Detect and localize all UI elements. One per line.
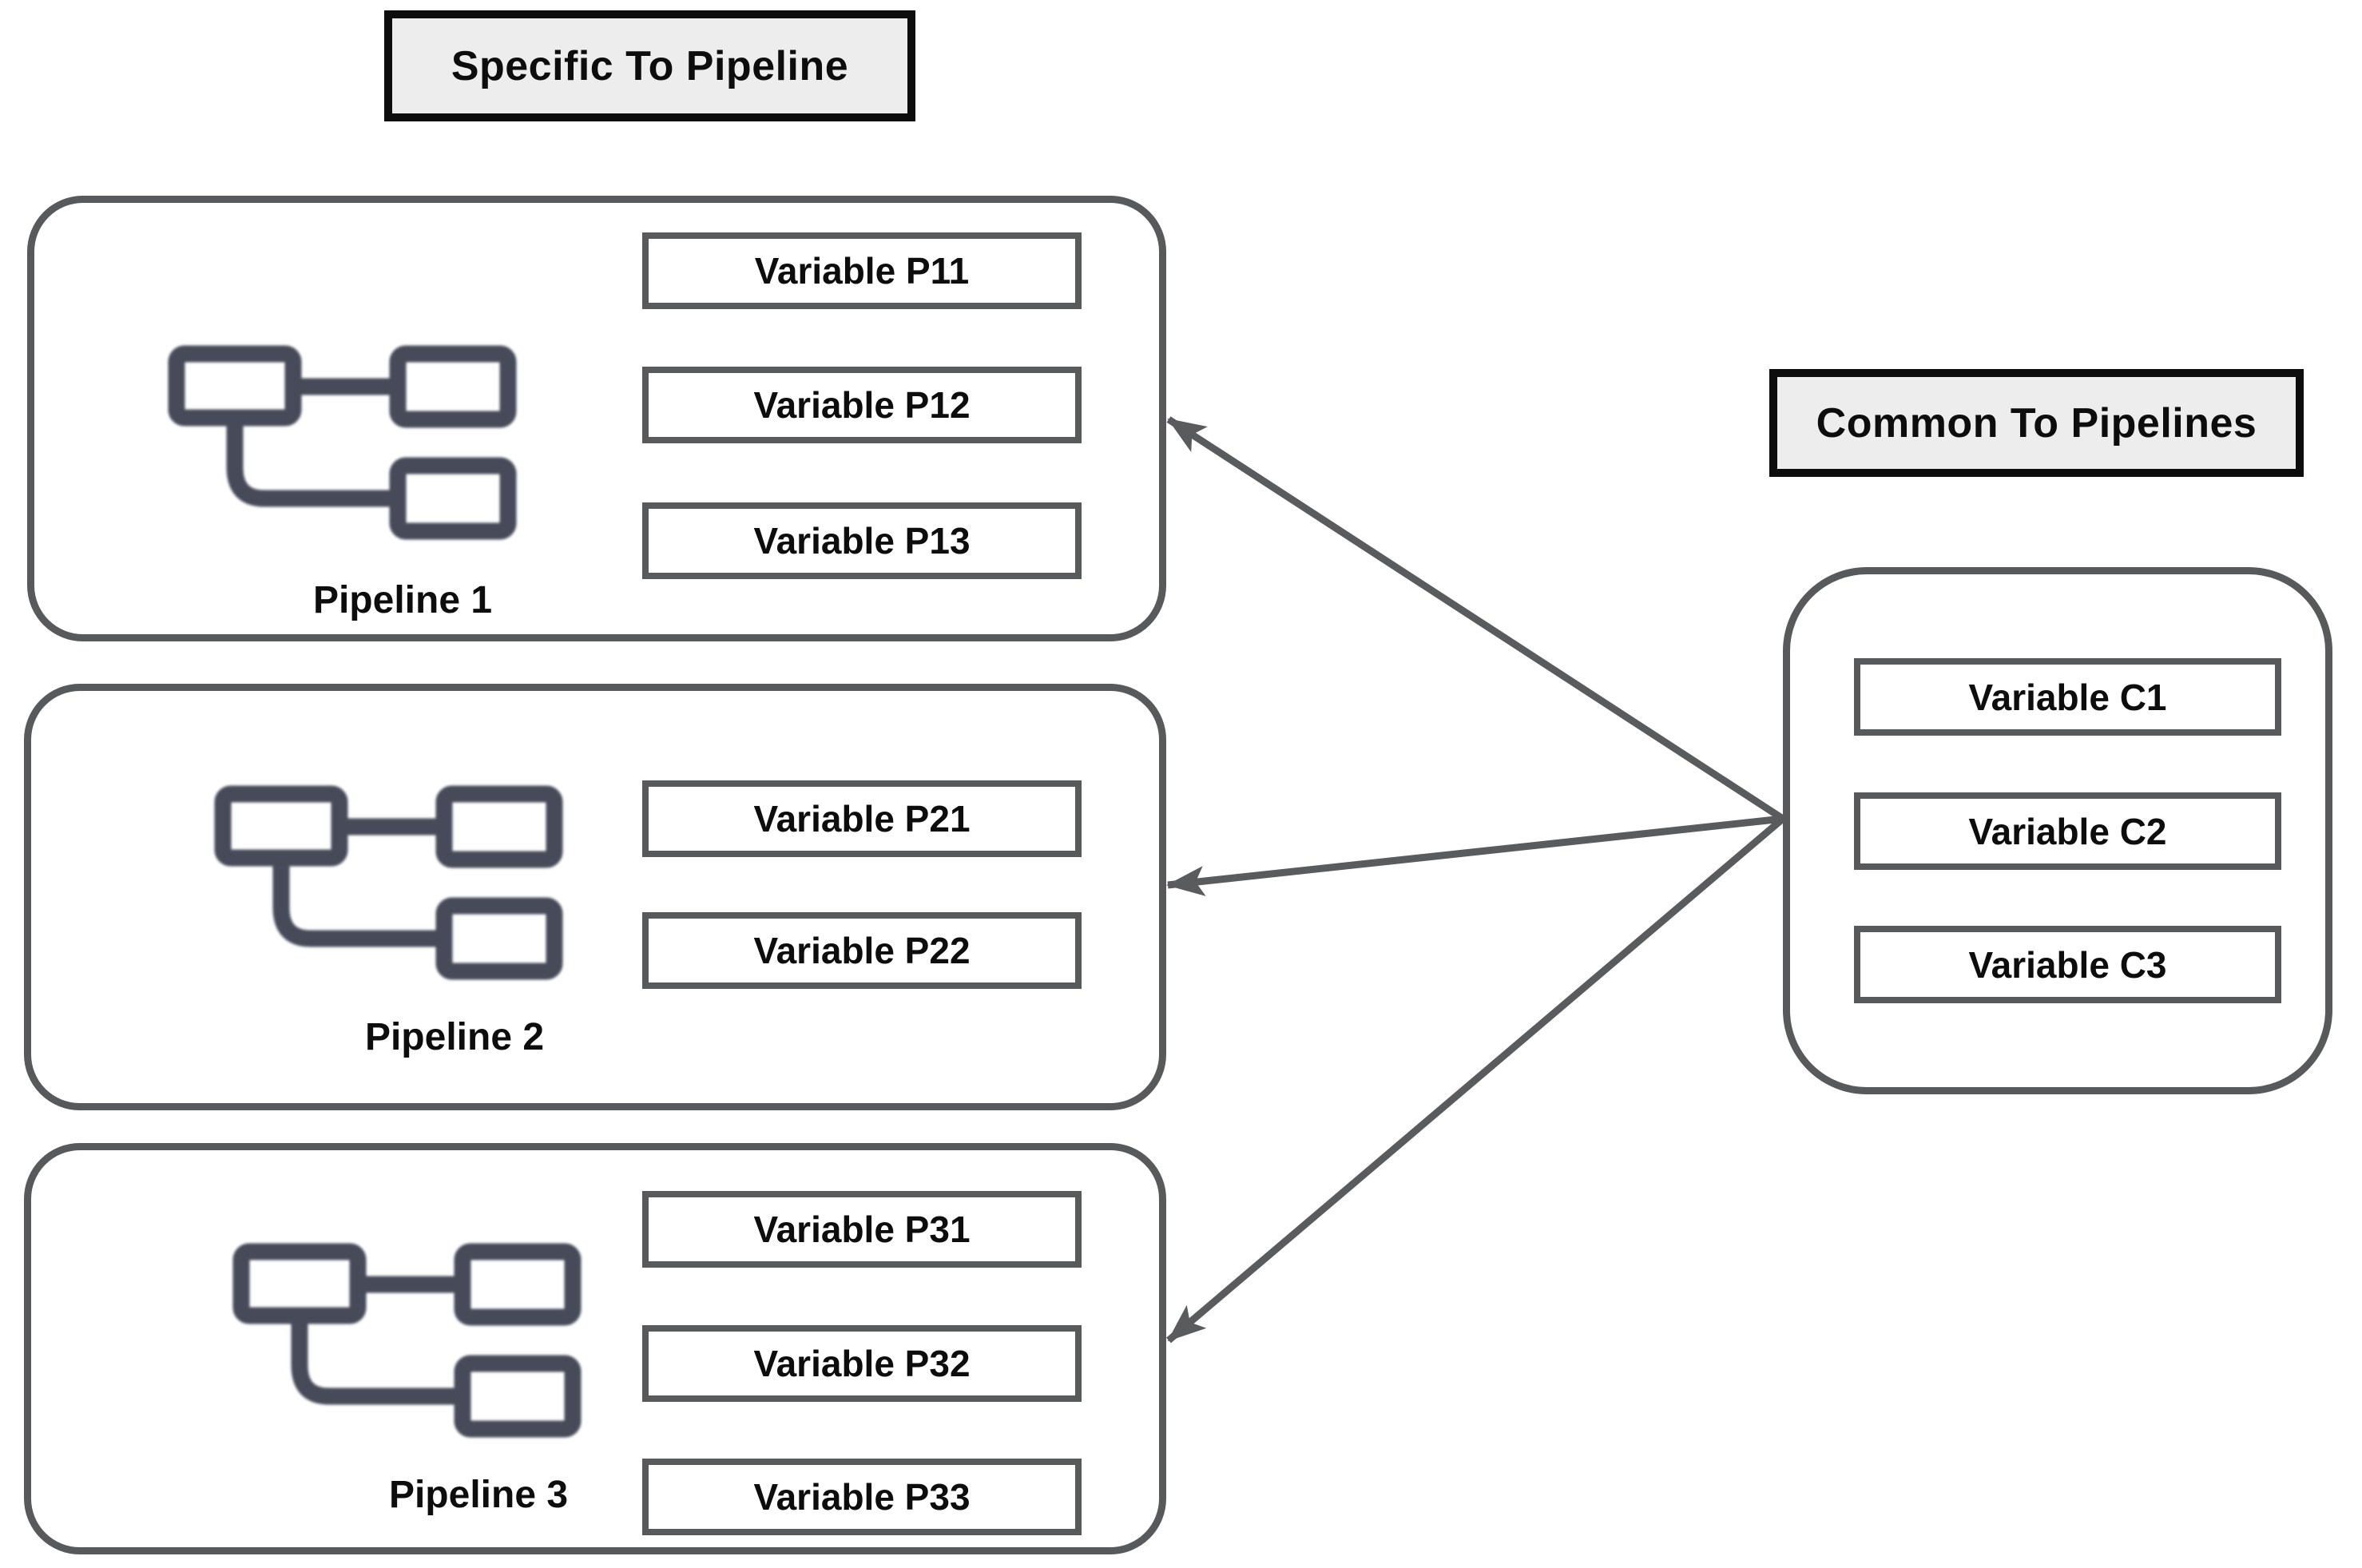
pipeline-3-label: Pipeline 3 bbox=[388, 1473, 569, 1516]
variable-box-p11: Variable P11 bbox=[642, 232, 1082, 309]
variable-box-c3: Variable C3 bbox=[1854, 926, 2281, 1003]
pipeline-2-label: Pipeline 2 bbox=[364, 1015, 545, 1058]
pipeline-3-container: Pipeline 3 Variable P31 Variable P32 Var… bbox=[24, 1143, 1166, 1554]
pipeline-1-container: Pipeline 1 Variable P11 Variable P12 Var… bbox=[27, 196, 1166, 641]
variable-box-p12: Variable P12 bbox=[642, 367, 1082, 443]
variable-box-c1: Variable C1 bbox=[1854, 658, 2281, 736]
variable-box-p13: Variable P13 bbox=[642, 502, 1082, 579]
pipeline-2-container: Pipeline 2 Variable P21 Variable P22 bbox=[24, 684, 1166, 1110]
variable-box-p21: Variable P21 bbox=[642, 780, 1082, 857]
common-to-pipelines-title: Common To Pipelines bbox=[1769, 369, 2304, 477]
pipeline-flowchart-icon bbox=[214, 785, 563, 980]
pipeline-1-label: Pipeline 1 bbox=[312, 578, 493, 621]
variable-box-p32: Variable P32 bbox=[642, 1325, 1082, 1402]
arrow-common-to-pipeline-2 bbox=[1166, 815, 1784, 896]
variable-box-c2: Variable C2 bbox=[1854, 792, 2281, 870]
arrow-common-to-pipeline-3 bbox=[1166, 816, 1785, 1344]
pipeline-flowchart-icon bbox=[232, 1243, 582, 1438]
specific-to-pipeline-title: Specific To Pipeline bbox=[384, 10, 915, 121]
variable-box-p22: Variable P22 bbox=[642, 912, 1082, 989]
pipeline-flowchart-icon bbox=[168, 345, 517, 540]
variable-box-p33: Variable P33 bbox=[642, 1459, 1082, 1535]
arrow-common-to-pipeline-1 bbox=[1166, 416, 1785, 822]
common-variables-container: Variable C1 Variable C2 Variable C3 bbox=[1783, 567, 2332, 1094]
variable-box-p31: Variable P31 bbox=[642, 1191, 1082, 1268]
